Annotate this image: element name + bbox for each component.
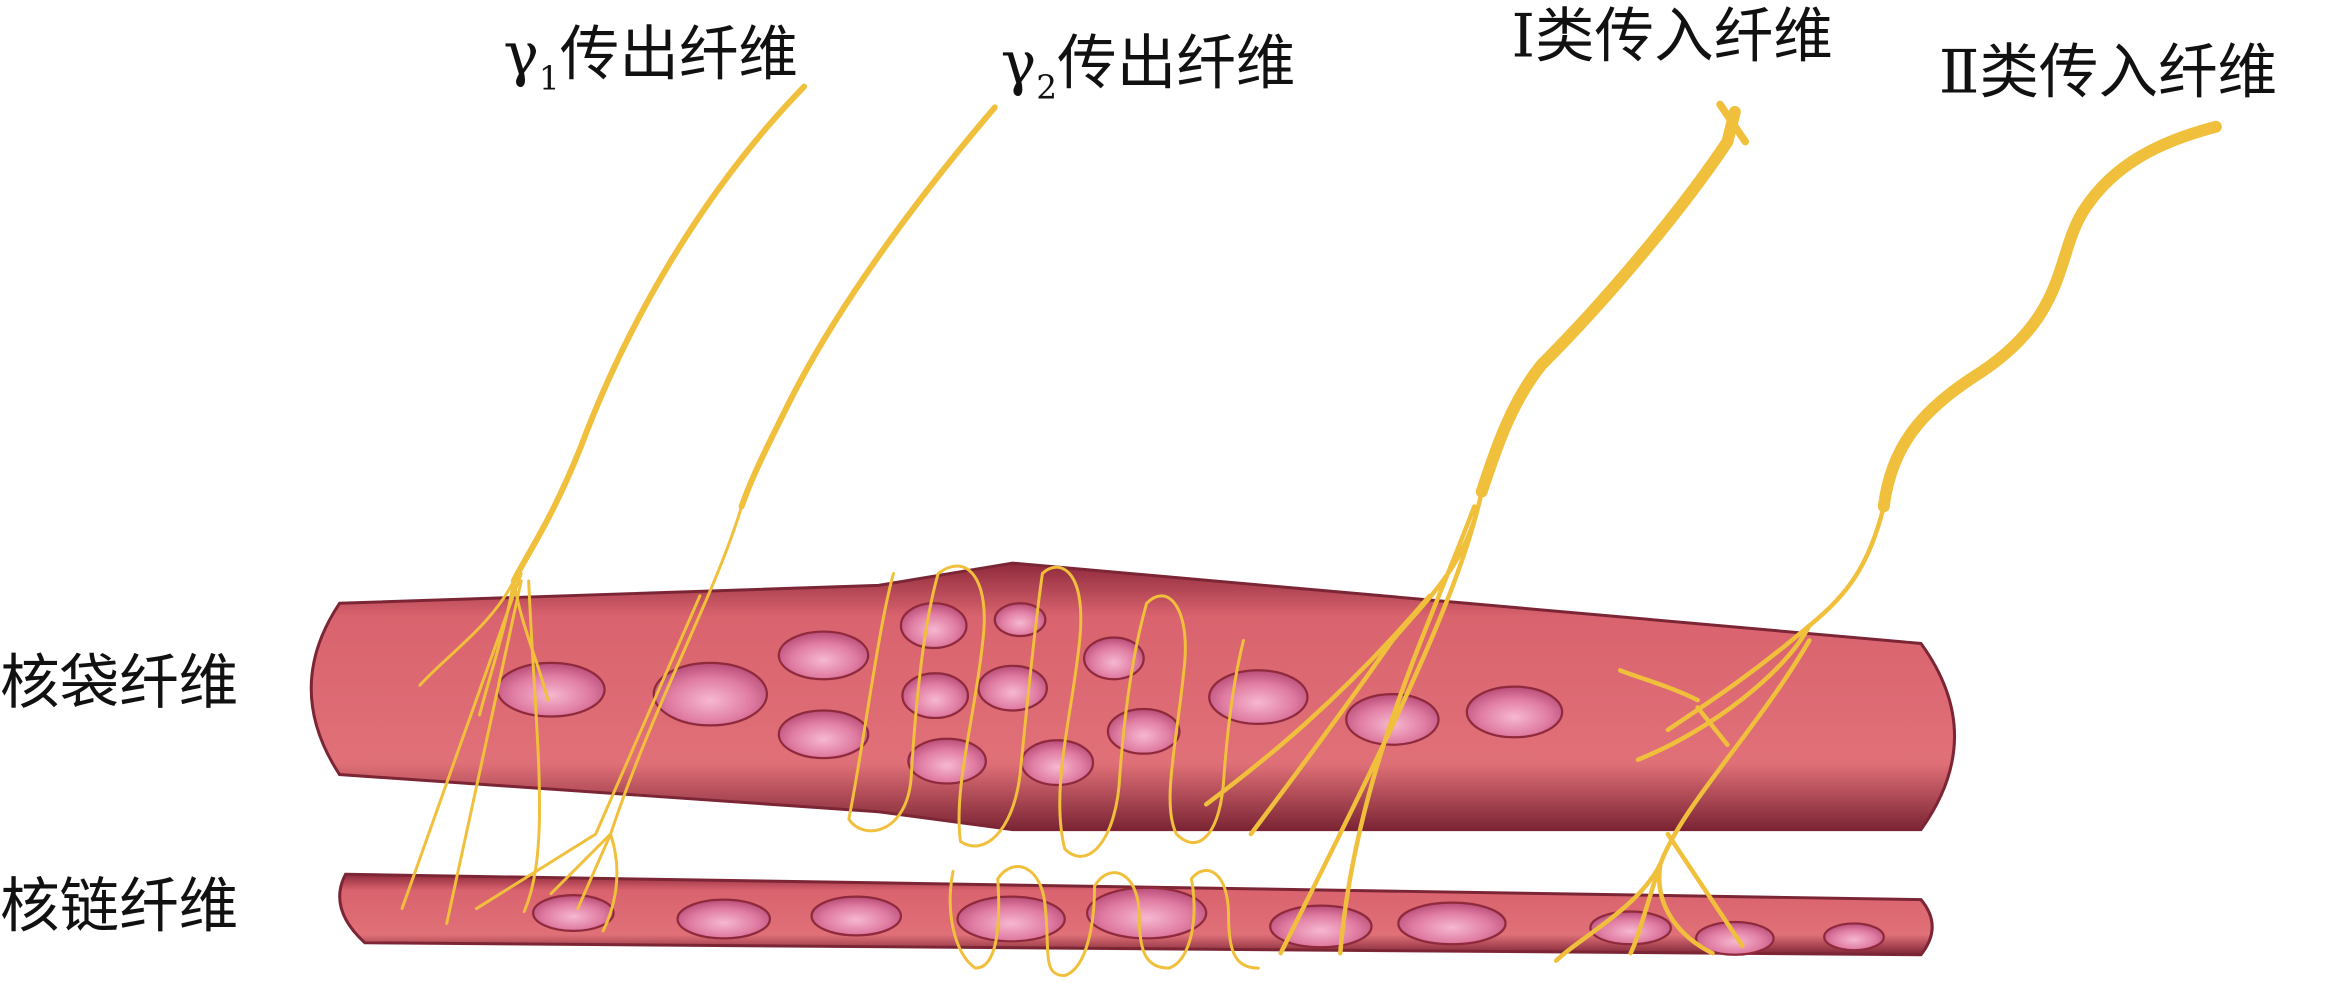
nuclear-bag-fiber-label: 核袋纤维 bbox=[0, 649, 238, 718]
gamma1-efferent-nerve bbox=[400, 83, 808, 925]
nuclear-chain-fiber-label: 核链纤维 bbox=[0, 872, 238, 941]
chain-nuclei bbox=[532, 886, 1885, 956]
type2-afferent-nerve bbox=[1553, 120, 2222, 963]
gamma1-efferent-label: γ1传出纤维 bbox=[503, 21, 798, 98]
gamma2-efferent-nerve bbox=[475, 104, 998, 933]
annulospiral-endings bbox=[847, 564, 1260, 978]
type1-afferent-label: Ⅰ类传入纤维 bbox=[1511, 3, 1832, 72]
type1-afferent-nerve bbox=[847, 100, 1750, 978]
type2-afferent-label: Ⅱ类传入纤维 bbox=[1939, 38, 2277, 107]
gamma2-efferent-label: γ2传出纤维 bbox=[1001, 30, 1296, 107]
nuclear-chain-fiber bbox=[338, 872, 1934, 957]
nuclear-bag-fiber bbox=[309, 561, 1956, 832]
